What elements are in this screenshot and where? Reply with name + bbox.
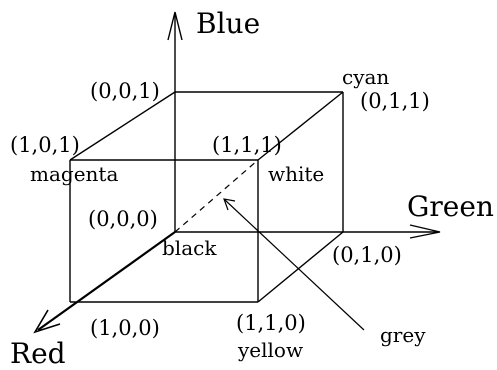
color-name-black: black bbox=[162, 236, 217, 260]
coord-magenta-vertex: (1,0,1) bbox=[10, 133, 80, 157]
blue-axis-arrowhead bbox=[167, 11, 183, 41]
green-axis-arrowhead bbox=[409, 224, 441, 239]
color-name-white: white bbox=[268, 162, 324, 186]
color-name-cyan: cyan bbox=[342, 65, 389, 89]
red-axis-arrowhead bbox=[33, 309, 61, 334]
red-axis-label: Red bbox=[10, 337, 66, 370]
cube-edges bbox=[69, 91, 344, 303]
coord-green-vertex: (0,1,0) bbox=[332, 243, 402, 267]
coord-blue-vertex: (0,0,1) bbox=[90, 79, 160, 103]
edge-cyan-white bbox=[257, 91, 344, 161]
coord-white-vertex: (1,1,1) bbox=[212, 133, 282, 157]
grey-pointer bbox=[223, 198, 365, 331]
blue-axis-label: Blue bbox=[196, 7, 260, 40]
color-name-yellow: yellow bbox=[237, 338, 303, 362]
grey-pointer-line bbox=[224, 199, 365, 331]
green-axis-label: Green bbox=[407, 190, 494, 223]
grey-diagonal-label: grey bbox=[380, 323, 426, 347]
edge-green-yellow bbox=[257, 231, 344, 303]
edge-blue-magenta bbox=[69, 91, 176, 161]
color-name-magenta: magenta bbox=[30, 162, 118, 186]
grey-pointer-arrowhead bbox=[223, 198, 236, 211]
coord-yellow-vertex: (1,1,0) bbox=[236, 311, 306, 335]
coord-red-vertex: (1,0,0) bbox=[90, 316, 160, 340]
coord-cyan-vertex: (0,1,1) bbox=[360, 89, 430, 113]
coord-origin-vertex: (0,0,0) bbox=[88, 207, 158, 231]
axes bbox=[33, 11, 441, 334]
grey-diagonal-dashed bbox=[174, 159, 259, 233]
red-axis-line bbox=[37, 231, 176, 331]
